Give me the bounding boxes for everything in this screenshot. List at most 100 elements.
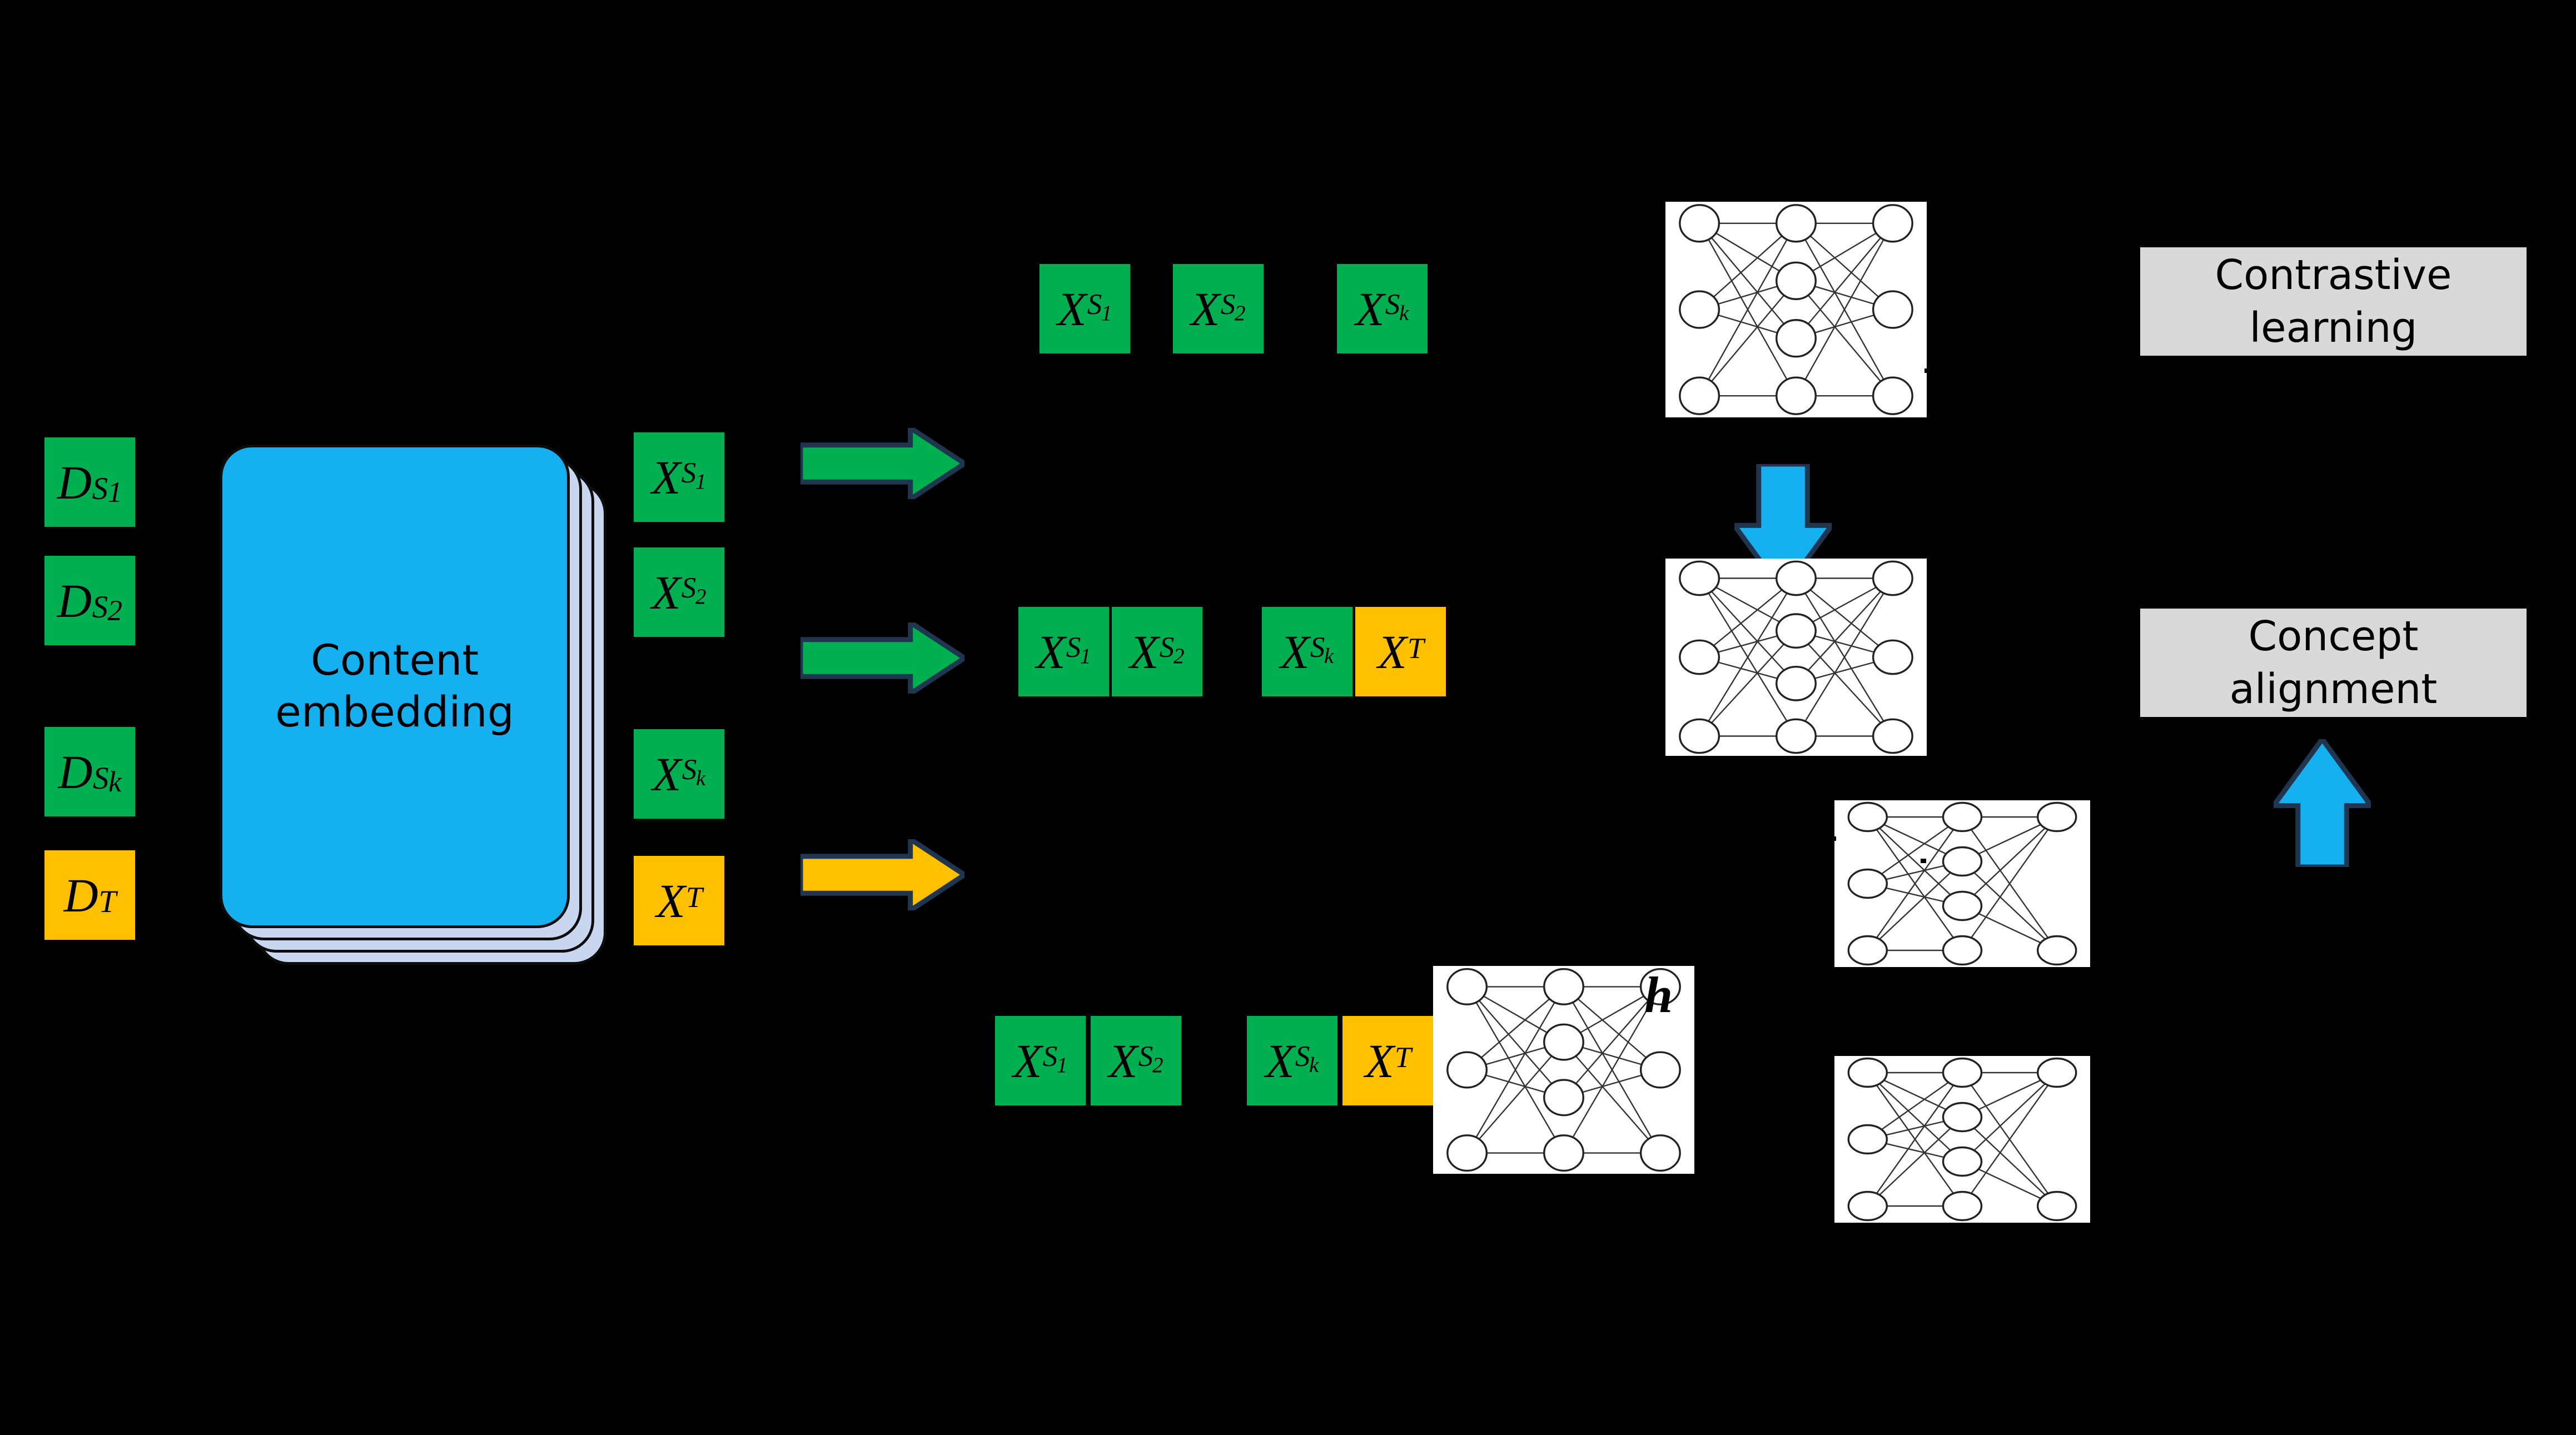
network-node (1847, 801, 1888, 833)
row3-feature-source-k-supersubscript: k (1309, 1053, 1319, 1078)
network-edge (1466, 986, 1564, 1098)
network-edge (1563, 986, 1661, 1070)
network-node (1847, 1190, 1888, 1222)
dataset-source-2-subsubscript: 2 (107, 593, 123, 627)
arrow-to-row-3[interactable] (798, 834, 969, 915)
network-edge (1699, 577, 1797, 737)
network-encoder-h[interactable] (1433, 966, 1694, 1174)
content-embedding-label-line2: embedding (275, 687, 514, 736)
network-edge (1796, 577, 1893, 658)
network-node (2037, 935, 2077, 966)
network-edge (1699, 577, 1797, 684)
network-edge (1466, 986, 1565, 1154)
network-node (1543, 968, 1584, 1005)
network-node (1776, 204, 1817, 243)
network-edge (1795, 223, 1893, 396)
row1-feature-source-1-base: X (1057, 282, 1087, 336)
network-edge (1699, 577, 1797, 658)
network-edge (1867, 1072, 1963, 1162)
network-node (1679, 718, 1720, 754)
arrow-to-row-1[interactable] (798, 423, 969, 504)
row2-feature-source-1-supersubscript: 1 (1080, 644, 1091, 669)
dataset-target-subscript: T (98, 884, 116, 919)
network-edge (1962, 1072, 2058, 1207)
row2-feature-source-k-supersubscript: k (1324, 644, 1334, 669)
feature-target-base: X (656, 874, 685, 928)
network-node (1942, 801, 1983, 833)
dataset-source-2-base: D (57, 574, 92, 627)
label-concept-alignment-line1: Concept (2248, 612, 2419, 660)
network-node (1776, 613, 1817, 649)
network-edge (1796, 222, 1893, 310)
network-node (1639, 1134, 1681, 1172)
dataset-source-1-subsubscript: 1 (107, 475, 123, 509)
network-node (1872, 560, 1913, 596)
network-edge (1867, 1072, 1963, 1207)
network-node (1847, 868, 1888, 899)
network-node (1872, 290, 1913, 329)
feature-source-1-base: X (652, 450, 681, 504)
feature-source-k-base: X (652, 747, 682, 801)
network-top-contrastive[interactable] (1665, 202, 1927, 417)
label-contrastive-learning-line1: Contrastive (2215, 251, 2452, 299)
network-node (1872, 204, 1913, 243)
network-edge (1962, 816, 2058, 906)
row2-feature-source-1-superscript: S1 (1066, 630, 1091, 669)
row2-feature-source-1-base: X (1036, 625, 1066, 679)
network-node (1942, 1102, 1983, 1133)
row1-feature-source-k-superscript: Sk (1385, 287, 1409, 326)
arrow-to-row-3-shape (798, 834, 969, 915)
network-node (1639, 1051, 1681, 1089)
row3-feature-source-1-supersubscript: 1 (1056, 1053, 1068, 1078)
network-edge (1699, 223, 1797, 396)
row1-feature-source-k-supersubscript: k (1399, 301, 1409, 326)
encoder-tick-right (1697, 1067, 1701, 1073)
network-concept-upper[interactable] (1834, 800, 2090, 967)
row2-feature-source-k-base: X (1280, 625, 1310, 679)
network-node (2037, 801, 2077, 833)
network-node (1942, 935, 1983, 966)
network-edge (1867, 861, 1963, 951)
label-concept-alignment[interactable]: Concept alignment (2140, 609, 2527, 717)
row3-feature-source-k-superscript: Sk (1295, 1039, 1319, 1078)
row3-feature-source-2-supersubscript: 2 (1152, 1053, 1163, 1078)
net-tick-left-upper (1921, 859, 1926, 863)
network-edge (1699, 630, 1797, 737)
network-edge (1962, 861, 2058, 951)
network-mid-contrastive[interactable] (1665, 559, 1927, 756)
network-edge (1962, 1072, 2058, 1162)
row3-feature-source-1-superscript: S1 (1042, 1039, 1068, 1078)
network-node (1942, 846, 1983, 877)
row1-feature-source-2-base: X (1191, 282, 1220, 336)
network-edge (1796, 223, 1893, 339)
arrow-up-concept[interactable] (2269, 735, 2376, 870)
arrow-to-row-2[interactable] (798, 617, 969, 699)
label-concept-alignment-line2: alignment (2229, 665, 2438, 713)
dataset-source-1-subscript: S (92, 471, 108, 506)
network-concept-lower[interactable] (1834, 1056, 2090, 1223)
network-node (1543, 1023, 1584, 1061)
network-node (1776, 376, 1817, 415)
